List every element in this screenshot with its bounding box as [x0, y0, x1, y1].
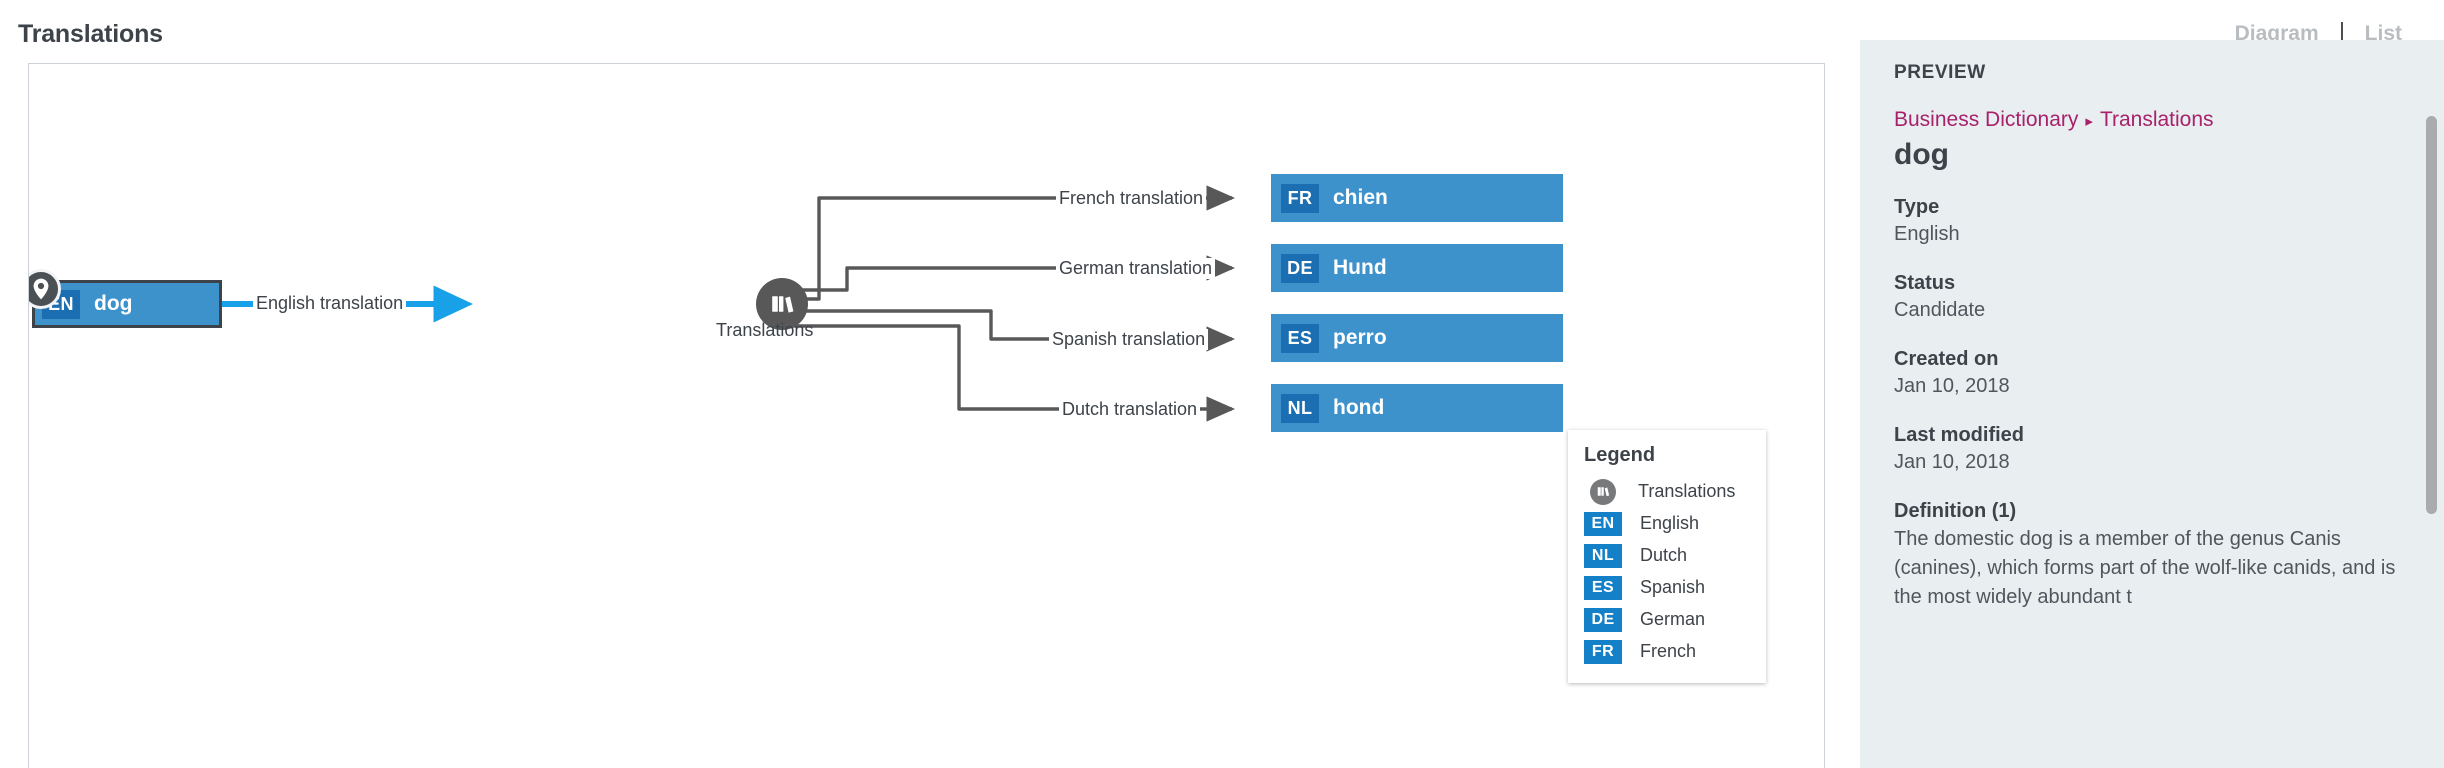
breadcrumb-separator-icon: ▸	[2085, 113, 2093, 130]
legend-label-translations: Translations	[1638, 481, 1736, 501]
books-icon	[772, 296, 794, 313]
node-de-hund[interactable]: DE Hund	[1271, 244, 1563, 292]
tab-diagram[interactable]: Diagram	[2234, 22, 2319, 45]
view-switcher: Diagram List	[2213, 22, 2424, 46]
node-fr-chien[interactable]: FR chien	[1271, 174, 1563, 222]
field-created-on: Created on Jan 10, 2018	[1894, 346, 2408, 400]
field-label-created-on: Created on	[1894, 348, 1999, 370]
node-term-dog: dog	[94, 292, 133, 315]
node-es-perro[interactable]: ES perro	[1271, 314, 1563, 362]
preview-scrollbar-thumb[interactable]	[2426, 116, 2437, 514]
language-badge-de: DE	[1584, 607, 1622, 632]
breadcrumb: Business Dictionary ▸ Translations	[1894, 108, 2408, 132]
legend-panel: Legend Translations EN English NL Dutch …	[1568, 430, 1766, 683]
field-last-modified: Last modified Jan 10, 2018	[1894, 422, 2408, 476]
field-label-status: Status	[1894, 272, 1956, 294]
field-label-definition: Definition (1)	[1894, 500, 2017, 522]
legend-item-german: DE German	[1584, 605, 1750, 634]
language-badge-en: EN	[1584, 511, 1622, 536]
language-badge-nl: NL	[1281, 393, 1319, 423]
edge-label-german-translation: German translation	[1056, 258, 1216, 279]
tab-list[interactable]: List	[2364, 22, 2402, 45]
node-term-hond: hond	[1333, 396, 1385, 419]
legend-label-french: French	[1640, 641, 1697, 661]
language-badge-es: ES	[1584, 575, 1622, 600]
field-value-definition: The domestic dog is a member of the genu…	[1894, 528, 2396, 608]
hub-caption-translations: Translations	[716, 320, 814, 340]
field-label-type: Type	[1894, 196, 1940, 218]
field-definition: Definition (1) The domestic dog is a mem…	[1894, 498, 2408, 611]
language-badge-fr: FR	[1281, 183, 1319, 213]
legend-item-spanish: ES Spanish	[1584, 573, 1750, 602]
field-value-last-modified: Jan 10, 2018	[1894, 451, 2010, 473]
legend-item-translations: Translations	[1584, 477, 1750, 506]
edge-label-dutch-translation: Dutch translation	[1059, 399, 1201, 420]
legend-label-german: German	[1640, 609, 1706, 629]
node-term-perro: perro	[1333, 326, 1387, 349]
diagram-canvas[interactable]: EN dog English translation Translations …	[28, 63, 1825, 768]
node-nl-hond[interactable]: NL hond	[1271, 384, 1563, 432]
books-icon	[1590, 478, 1616, 505]
legend-item-french: FR French	[1584, 637, 1750, 666]
node-term-hund: Hund	[1333, 256, 1387, 279]
field-value-type: English	[1894, 223, 1960, 245]
legend-label-english: English	[1640, 513, 1700, 533]
breadcrumb-parent[interactable]: Business Dictionary	[1894, 108, 2079, 131]
edge-french-translation	[786, 185, 1236, 301]
field-type: Type English	[1894, 194, 2408, 248]
hub-node-translations[interactable]	[756, 278, 808, 330]
breadcrumb-current[interactable]: Translations	[2099, 108, 2214, 131]
preview-term: dog	[1894, 138, 1949, 171]
field-value-created-on: Jan 10, 2018	[1894, 375, 2010, 397]
edge-label-spanish-translation: Spanish translation	[1049, 329, 1209, 350]
page-title: Translations	[18, 20, 163, 48]
view-switch-separator	[2340, 22, 2343, 46]
edge-label-french-translation: French translation	[1056, 188, 1207, 209]
preview-panel: PREVIEW Business Dictionary ▸ Translations…	[1860, 40, 2444, 768]
language-badge-nl: NL	[1584, 543, 1622, 568]
field-value-status: Candidate	[1894, 299, 1986, 321]
field-label-last-modified: Last modified	[1894, 424, 2025, 446]
location-pin-icon	[29, 269, 61, 309]
edge-german-translation	[781, 255, 1236, 292]
legend-label-dutch: Dutch	[1640, 545, 1688, 565]
node-term-chien: chien	[1333, 186, 1388, 209]
legend-label-spanish: Spanish	[1640, 577, 1706, 597]
preview-heading: PREVIEW	[1894, 62, 1986, 83]
page-header: Translations Diagram List	[0, 0, 2444, 63]
edge-label-english-translation: English translation	[253, 293, 407, 314]
legend-item-english: EN English	[1584, 509, 1750, 538]
field-status: Status Candidate	[1894, 270, 2408, 324]
language-badge-fr: FR	[1584, 639, 1622, 664]
legend-title: Legend	[1584, 444, 1656, 466]
legend-item-dutch: NL Dutch	[1584, 541, 1750, 570]
language-badge-de: DE	[1281, 253, 1319, 283]
language-badge-es: ES	[1281, 323, 1319, 353]
